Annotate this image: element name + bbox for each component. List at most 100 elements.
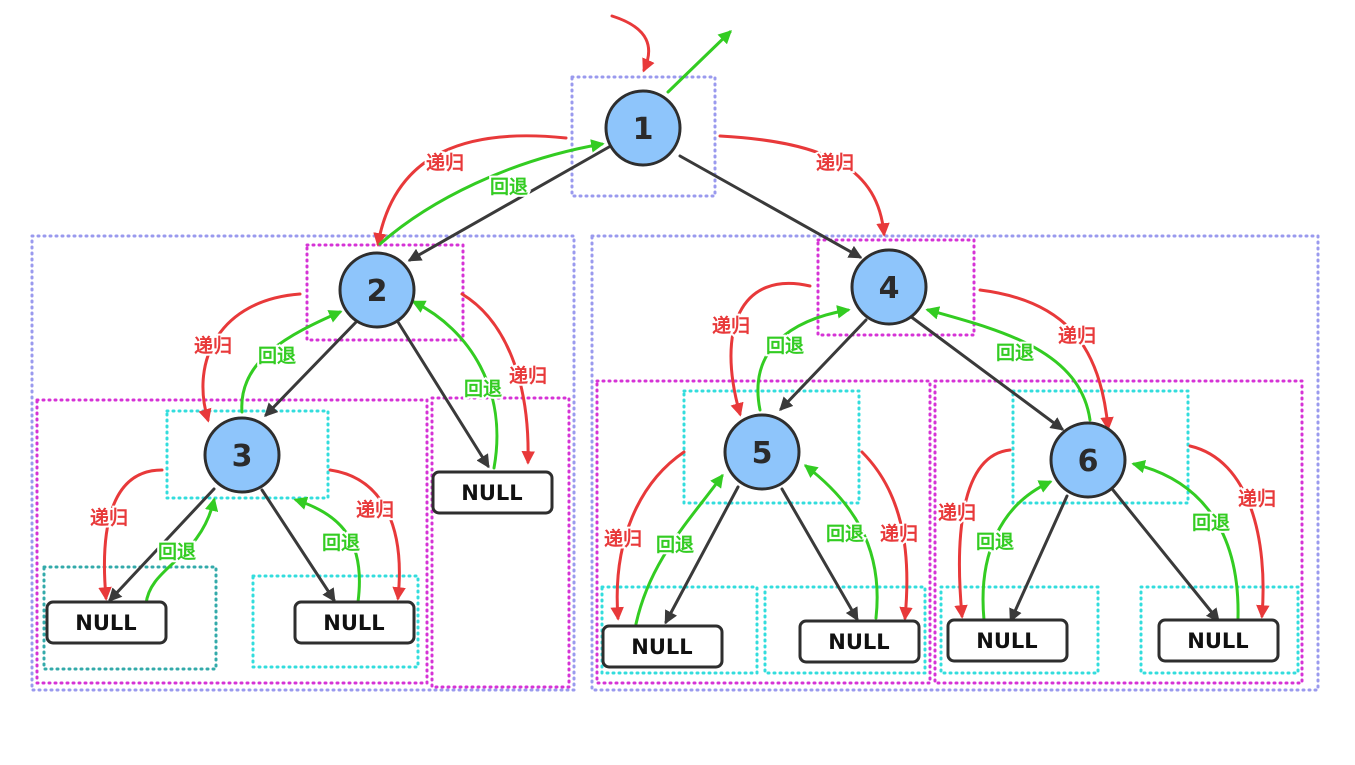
backtrack-label: 回退	[826, 523, 864, 545]
tree-node-5: 5	[723, 413, 801, 491]
null-leaf-6-right: NULL	[1157, 618, 1280, 663]
node-label: 6	[1078, 444, 1099, 479]
recursion-arrow-4-5	[729, 282, 812, 417]
frame-null-3-right	[251, 574, 420, 669]
null-leaf-5-left: NULL	[601, 624, 724, 669]
backtrack-label: 回退	[158, 541, 196, 563]
recursion-label: 递归	[1238, 487, 1276, 510]
node-label: 5	[752, 436, 773, 471]
recursion-label: 递归	[604, 527, 642, 550]
null-label: NULL	[75, 611, 136, 635]
null-leaf-5-right: NULL	[798, 619, 921, 664]
backtrack-arrow-exit	[666, 30, 732, 94]
recursion-label: 递归	[1058, 324, 1096, 347]
scope-frames	[30, 75, 1320, 692]
frame-null-3-left	[42, 565, 218, 671]
recursion-label: 递归	[712, 314, 750, 337]
frame-node-6	[1011, 389, 1190, 505]
frame-node-4	[816, 238, 976, 337]
recursion-label: 递归	[90, 506, 128, 529]
backtrack-arrow-null-6-right	[1131, 459, 1240, 620]
null-label: NULL	[976, 629, 1037, 653]
recursion-arrow-2-3	[198, 292, 302, 423]
null-label: NULL	[828, 630, 889, 654]
recursion-arrow-5-null-left	[610, 450, 686, 621]
backtrack-label: 回退	[996, 342, 1034, 364]
null-label: NULL	[1187, 629, 1248, 653]
recursion-arrow-4-6	[978, 288, 1114, 431]
frame-subtree-5	[595, 379, 932, 685]
frame-node-3	[165, 409, 330, 500]
backtrack-arrow-5-4	[756, 305, 851, 412]
recursion-label: 递归	[816, 151, 854, 174]
backtrack-label: 回退	[976, 531, 1014, 553]
recursion-arrow-3-null-right	[328, 468, 406, 601]
backtrack-arrow-null-2	[411, 300, 499, 470]
edge-6-null-right	[1111, 488, 1220, 623]
recursion-arrow-5-null-right	[860, 450, 913, 621]
tree-node-3: 3	[203, 416, 281, 494]
recursion-label: 递归	[426, 151, 464, 174]
edge-1-4	[678, 154, 863, 259]
recursion-label: 递归	[356, 498, 394, 521]
edge-4-6	[908, 314, 1065, 431]
edge-3-null-right	[260, 488, 336, 603]
node-label: 2	[367, 274, 388, 309]
frame-root	[570, 75, 717, 198]
recursion-arrow-6-null-right	[1188, 444, 1270, 619]
null-label: NULL	[323, 611, 384, 635]
edge-5-null-left	[664, 485, 740, 625]
null-leaf-6-left: NULL	[946, 618, 1069, 663]
node-label: 4	[879, 271, 900, 306]
tree-nodes: 1 2 4 3 5 6	[203, 89, 1127, 499]
backtrack-arrow-2-1	[378, 139, 605, 246]
backtrack-label: 回退	[656, 534, 694, 556]
backtrack-label: 回退	[766, 335, 804, 357]
backtrack-arrow-3-2	[240, 310, 343, 414]
frame-subtree-6	[933, 379, 1304, 685]
recursion-arrows	[98, 14, 1270, 621]
backtrack-label: 回退	[1192, 512, 1230, 534]
edge-1-2	[407, 141, 618, 262]
recursion-label: 递归	[194, 334, 232, 357]
recursion-arrow-entry	[610, 14, 655, 73]
node-label: 1	[633, 112, 654, 147]
null-label: NULL	[461, 481, 522, 505]
recursion-label: 递归	[509, 364, 547, 387]
null-leaves: NULL NULL NULL NULL NULL NULL NULL	[45, 470, 1280, 669]
recursion-arrow-1-2	[373, 134, 568, 247]
recursion-label: 递归	[938, 501, 976, 524]
edge-3-null-left	[108, 487, 216, 602]
null-label: NULL	[631, 635, 692, 659]
edge-5-null-right	[780, 487, 859, 622]
backtrack-arrow-null-5-right	[803, 464, 879, 620]
recursion-label: 递归	[880, 522, 918, 545]
tree-node-6: 6	[1049, 421, 1127, 499]
backtrack-label: 回退	[258, 345, 296, 367]
backtrack-arrows	[144, 30, 1240, 626]
frame-null-5-right	[763, 585, 927, 675]
recursion-arrow-6-null-left	[954, 448, 1012, 619]
frame-right-subtree	[590, 234, 1320, 692]
backtrack-label: 回退	[464, 378, 502, 400]
recursion-arrow-3-null-left	[98, 468, 164, 601]
backtrack-arrow-null-6-left	[981, 480, 1053, 622]
backtrack-label: 回退	[490, 176, 528, 198]
tree-node-1: 1	[604, 89, 682, 167]
edge-2-null	[396, 320, 490, 469]
edge-2-3	[264, 316, 362, 417]
backtrack-arrow-6-4	[925, 306, 1092, 422]
frame-left-subtree	[30, 234, 576, 692]
null-leaf-3-right: NULL	[293, 600, 416, 645]
null-leaf-2-right: NULL	[431, 470, 554, 515]
backtrack-arrow-null-3-right	[293, 496, 361, 604]
recursion-arrow-1-4	[718, 134, 890, 237]
node-label: 3	[232, 439, 253, 474]
edge-6-null-left	[1009, 494, 1069, 623]
backtrack-arrow-null-5-left	[634, 473, 724, 626]
tree-node-4: 4	[850, 248, 928, 326]
tree-node-2: 2	[338, 251, 416, 329]
recursion-arrow-2-null	[460, 292, 536, 465]
edge-4-5	[779, 318, 868, 411]
